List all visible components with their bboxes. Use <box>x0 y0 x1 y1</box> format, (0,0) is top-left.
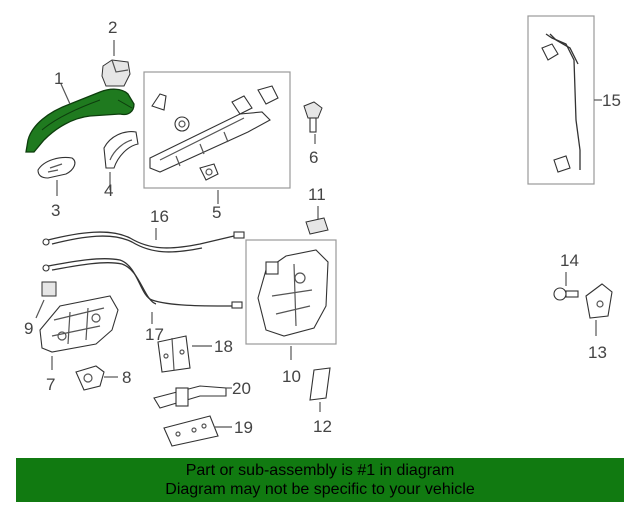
part-19-hinge-plate[interactable] <box>163 415 219 447</box>
part-12-cover[interactable] <box>309 367 331 401</box>
callout-17: 17 <box>145 325 164 344</box>
part-5-box <box>143 71 291 189</box>
callout-9: 9 <box>24 319 33 338</box>
part-5-handle-frame[interactable] <box>149 85 279 181</box>
part-11-bolt[interactable] <box>305 217 329 235</box>
part-10-latch[interactable] <box>257 249 329 337</box>
part-3-handle-cover[interactable] <box>37 156 76 179</box>
callout-11: 11 <box>308 185 326 204</box>
banner-line-1: Part or sub-assembly is #1 in diagram <box>185 462 455 479</box>
part-10-box <box>245 239 337 345</box>
part-6-bolt[interactable] <box>303 101 323 133</box>
part-1-outside-handle[interactable] <box>25 88 135 153</box>
callout-9-leader <box>35 299 45 319</box>
part-17-cable[interactable] <box>42 258 243 309</box>
callout-6: 6 <box>309 148 318 167</box>
part-13-striker[interactable] <box>585 283 613 319</box>
callout-5: 5 <box>212 203 221 222</box>
part-18-hinge[interactable] <box>157 335 191 373</box>
callout-13: 13 <box>588 343 607 362</box>
part-16-cable[interactable] <box>42 231 245 253</box>
callout-3: 3 <box>51 201 60 220</box>
callout-7: 7 <box>46 375 55 394</box>
part-20-check-arm[interactable] <box>153 385 227 409</box>
callout-10: 10 <box>282 367 301 386</box>
part-14-bolt[interactable] <box>553 287 579 301</box>
callout-12: 12 <box>313 417 332 436</box>
callout-1: 1 <box>54 69 63 88</box>
part-4-escutcheon[interactable] <box>103 131 139 169</box>
part-8-cylinder[interactable] <box>75 365 105 391</box>
part-2-clip[interactable] <box>101 59 131 87</box>
callout-4: 4 <box>104 181 113 200</box>
callout-16: 16 <box>150 207 169 226</box>
part-9-bracket[interactable] <box>41 281 57 297</box>
callout-8: 8 <box>122 368 131 387</box>
banner-line-2: Diagram may not be specific to your vehi… <box>165 481 475 498</box>
part-15-lock-rod[interactable] <box>541 33 581 173</box>
callout-20: 20 <box>232 379 251 398</box>
part-7-handle-base[interactable] <box>39 295 119 353</box>
callout-1-leader <box>60 83 71 105</box>
info-banner: Part or sub-assembly is #1 in diagram Di… <box>16 458 624 502</box>
callout-14: 14 <box>560 251 579 270</box>
callout-19: 19 <box>234 418 253 437</box>
callout-15: 15 <box>602 91 621 110</box>
callout-2: 2 <box>108 18 117 37</box>
callout-18: 18 <box>214 337 233 356</box>
